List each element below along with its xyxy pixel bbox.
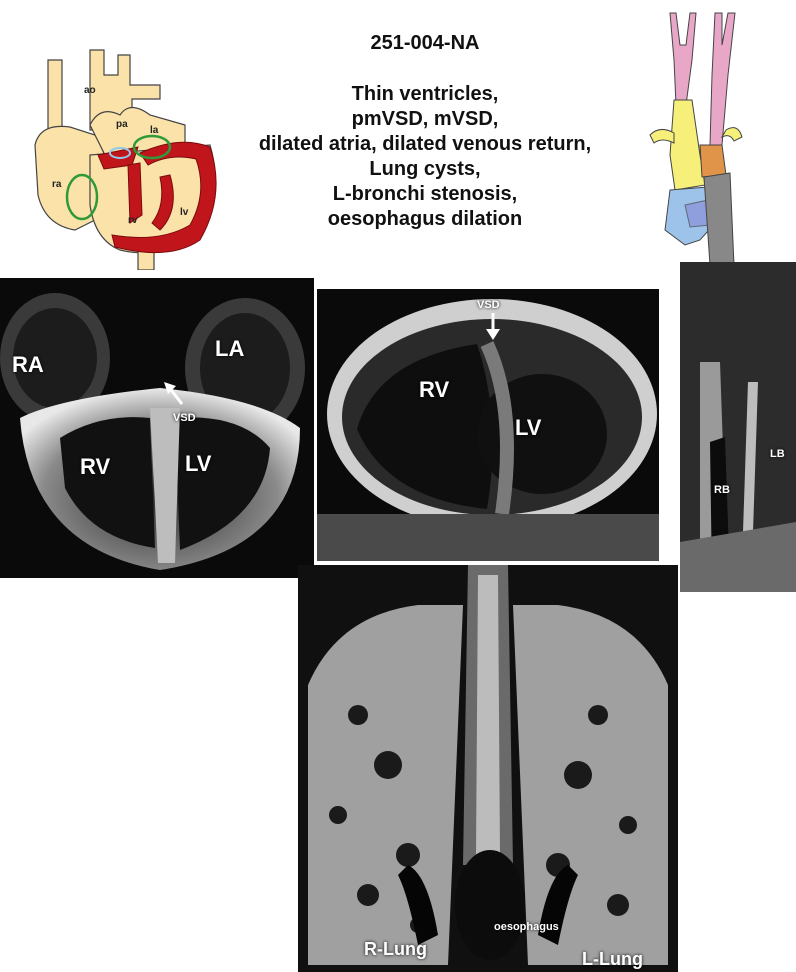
finding-line: Thin ventricles, <box>351 83 499 105</box>
lungs-svg <box>298 565 678 972</box>
four-chamber-svg <box>0 278 314 578</box>
label-lv: LV <box>515 415 542 440</box>
label-vsd: VSD <box>477 299 500 311</box>
label-ra: ra <box>52 179 62 190</box>
label-la: LA <box>215 336 245 361</box>
label-lv: lv <box>180 207 189 218</box>
short-axis-image: VSD RV LV <box>317 289 659 561</box>
finding-line: dilated atria, dilated venous return, <box>258 133 592 155</box>
airway-diagram-svg <box>649 12 743 266</box>
label-vsd: VSD <box>173 412 196 424</box>
label-l-lung: L-Lung <box>582 949 643 969</box>
airway-diagram <box>630 5 750 266</box>
lungs-image: oesophagus R-Lung L-Lung <box>298 565 678 972</box>
label-lb: LB <box>770 448 785 460</box>
heart-diagram-svg: ao pa la ra rv lv <box>34 49 217 271</box>
heart-diagram: ao pa la ra rv lv <box>20 35 230 271</box>
label-la: la <box>150 125 159 136</box>
label-ao: ao <box>84 85 96 96</box>
label-r-lung: R-Lung <box>364 939 427 959</box>
arrow-icon <box>164 382 184 405</box>
finding-line: pmVSD, mVSD, <box>351 108 499 130</box>
label-pa: pa <box>116 119 128 130</box>
four-chamber-image: RA LA RV LV VSD <box>0 278 314 578</box>
label-rv: RV <box>80 454 111 479</box>
finding-line: oesophagus dilation <box>327 208 523 230</box>
bronchi-image: LB RB <box>680 262 796 592</box>
label-rv: rv <box>128 215 138 226</box>
label-rv: RV <box>419 377 450 402</box>
label-rb: RB <box>714 484 730 496</box>
arrow-icon <box>486 313 500 340</box>
label-oesophagus: oesophagus <box>494 921 559 933</box>
short-axis-svg <box>317 289 659 561</box>
bronchi-svg <box>680 262 796 592</box>
finding-line: Lung cysts, <box>369 158 481 180</box>
finding-line: L-bronchi stenosis, <box>332 183 518 205</box>
label-ra: RA <box>12 352 44 377</box>
title-block: 251-004-NA Thin ventricles, pmVSD, mVSD,… <box>200 30 650 232</box>
label-lv: LV <box>185 451 212 476</box>
sample-id: 251-004-NA <box>370 32 480 54</box>
